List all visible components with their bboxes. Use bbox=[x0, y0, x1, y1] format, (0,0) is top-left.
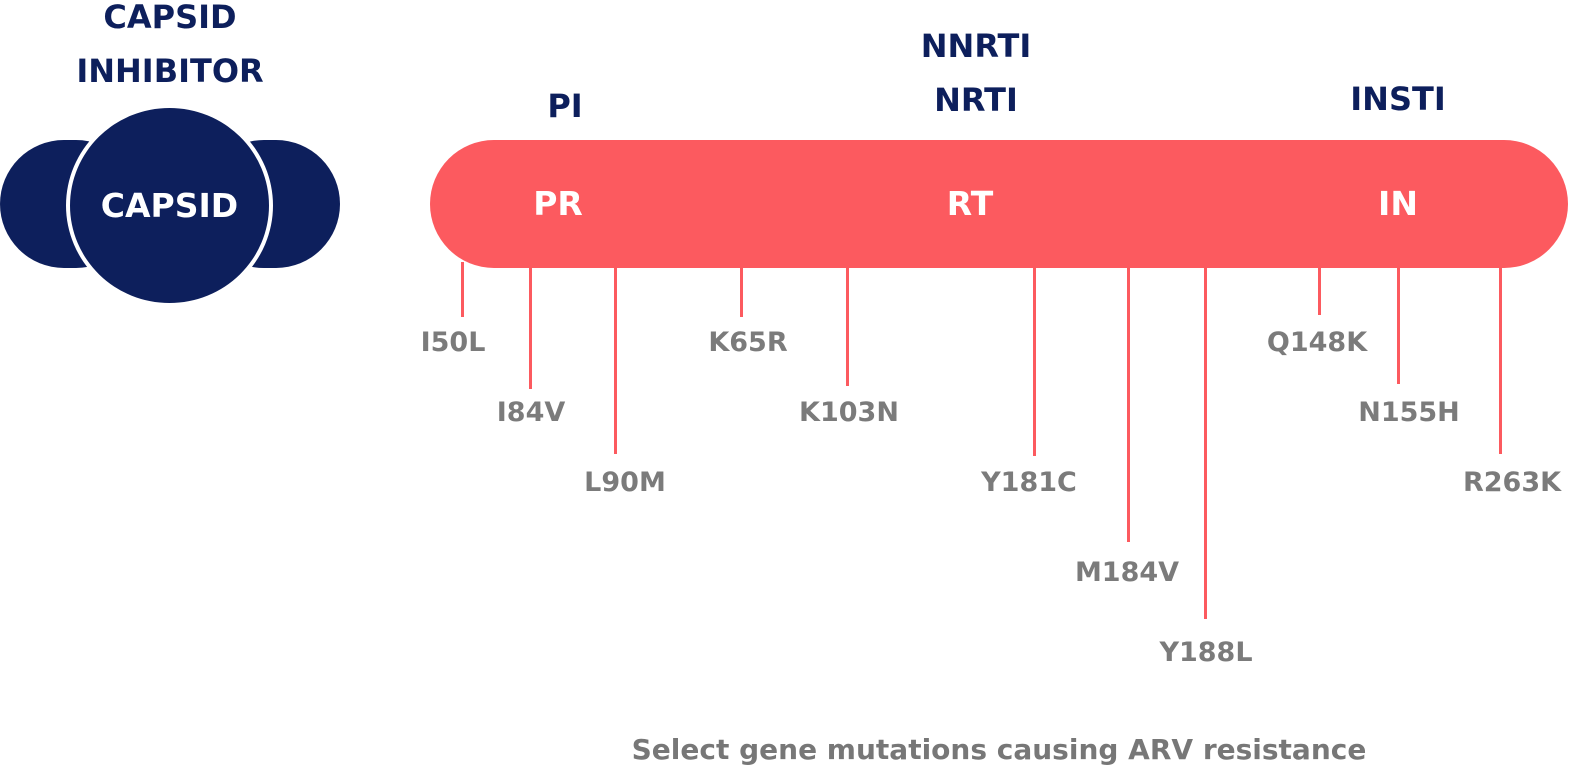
mutation-label: K103N bbox=[799, 397, 899, 428]
capsid-shape: CAPSID bbox=[66, 104, 273, 307]
region-rt: RT bbox=[946, 184, 994, 223]
capsid-inhibitor-line-1: CAPSID bbox=[103, 0, 237, 36]
mutation-label: N155H bbox=[1358, 397, 1460, 428]
figure-caption-row: Select gene mutations causing ARV resist… bbox=[0, 733, 1574, 766]
region-in: IN bbox=[1378, 184, 1418, 223]
mutation-stem bbox=[1033, 262, 1036, 456]
nnrti-label: NNRTI bbox=[920, 27, 1032, 65]
figure-caption: Select gene mutations causing ARV resist… bbox=[631, 733, 1367, 766]
mutation-stem bbox=[740, 262, 743, 317]
mutation-label: I84V bbox=[496, 397, 566, 428]
mutation-stem bbox=[614, 262, 617, 454]
nrti-label: NRTI bbox=[934, 81, 1018, 119]
mutation-stem bbox=[1318, 262, 1321, 315]
capsid-label: CAPSID bbox=[100, 186, 239, 225]
mutation-stem bbox=[1397, 262, 1400, 384]
capsid-inhibitor-line-2: INHIBITOR bbox=[76, 52, 264, 90]
rt-inhibitor-labels: NNRTI NRTI bbox=[876, 19, 1076, 127]
mutation-label: Y188L bbox=[1159, 637, 1253, 668]
pi-label: PI bbox=[547, 87, 583, 125]
region-pr: PR bbox=[533, 184, 583, 223]
pol-gene-bar bbox=[430, 140, 1568, 268]
mutation-stem bbox=[461, 262, 464, 317]
insti-label: INSTI bbox=[1350, 80, 1446, 118]
mutation-label: M184V bbox=[1074, 557, 1180, 588]
mutation-stem bbox=[1127, 262, 1130, 542]
mutation-label: R263K bbox=[1462, 467, 1562, 498]
mutation-label: Q148K bbox=[1266, 327, 1368, 358]
mutation-label: L90M bbox=[584, 467, 666, 498]
mutation-stem bbox=[529, 262, 532, 389]
mutation-label: Y181C bbox=[981, 467, 1077, 498]
mutation-stem bbox=[846, 262, 849, 386]
mutation-stem bbox=[1204, 262, 1207, 619]
capsid-inhibitor-label: CAPSID INHIBITOR bbox=[40, 0, 300, 98]
mutation-label: K65R bbox=[708, 327, 788, 358]
mutation-stem bbox=[1499, 262, 1502, 454]
mutation-label: I50L bbox=[420, 327, 486, 358]
